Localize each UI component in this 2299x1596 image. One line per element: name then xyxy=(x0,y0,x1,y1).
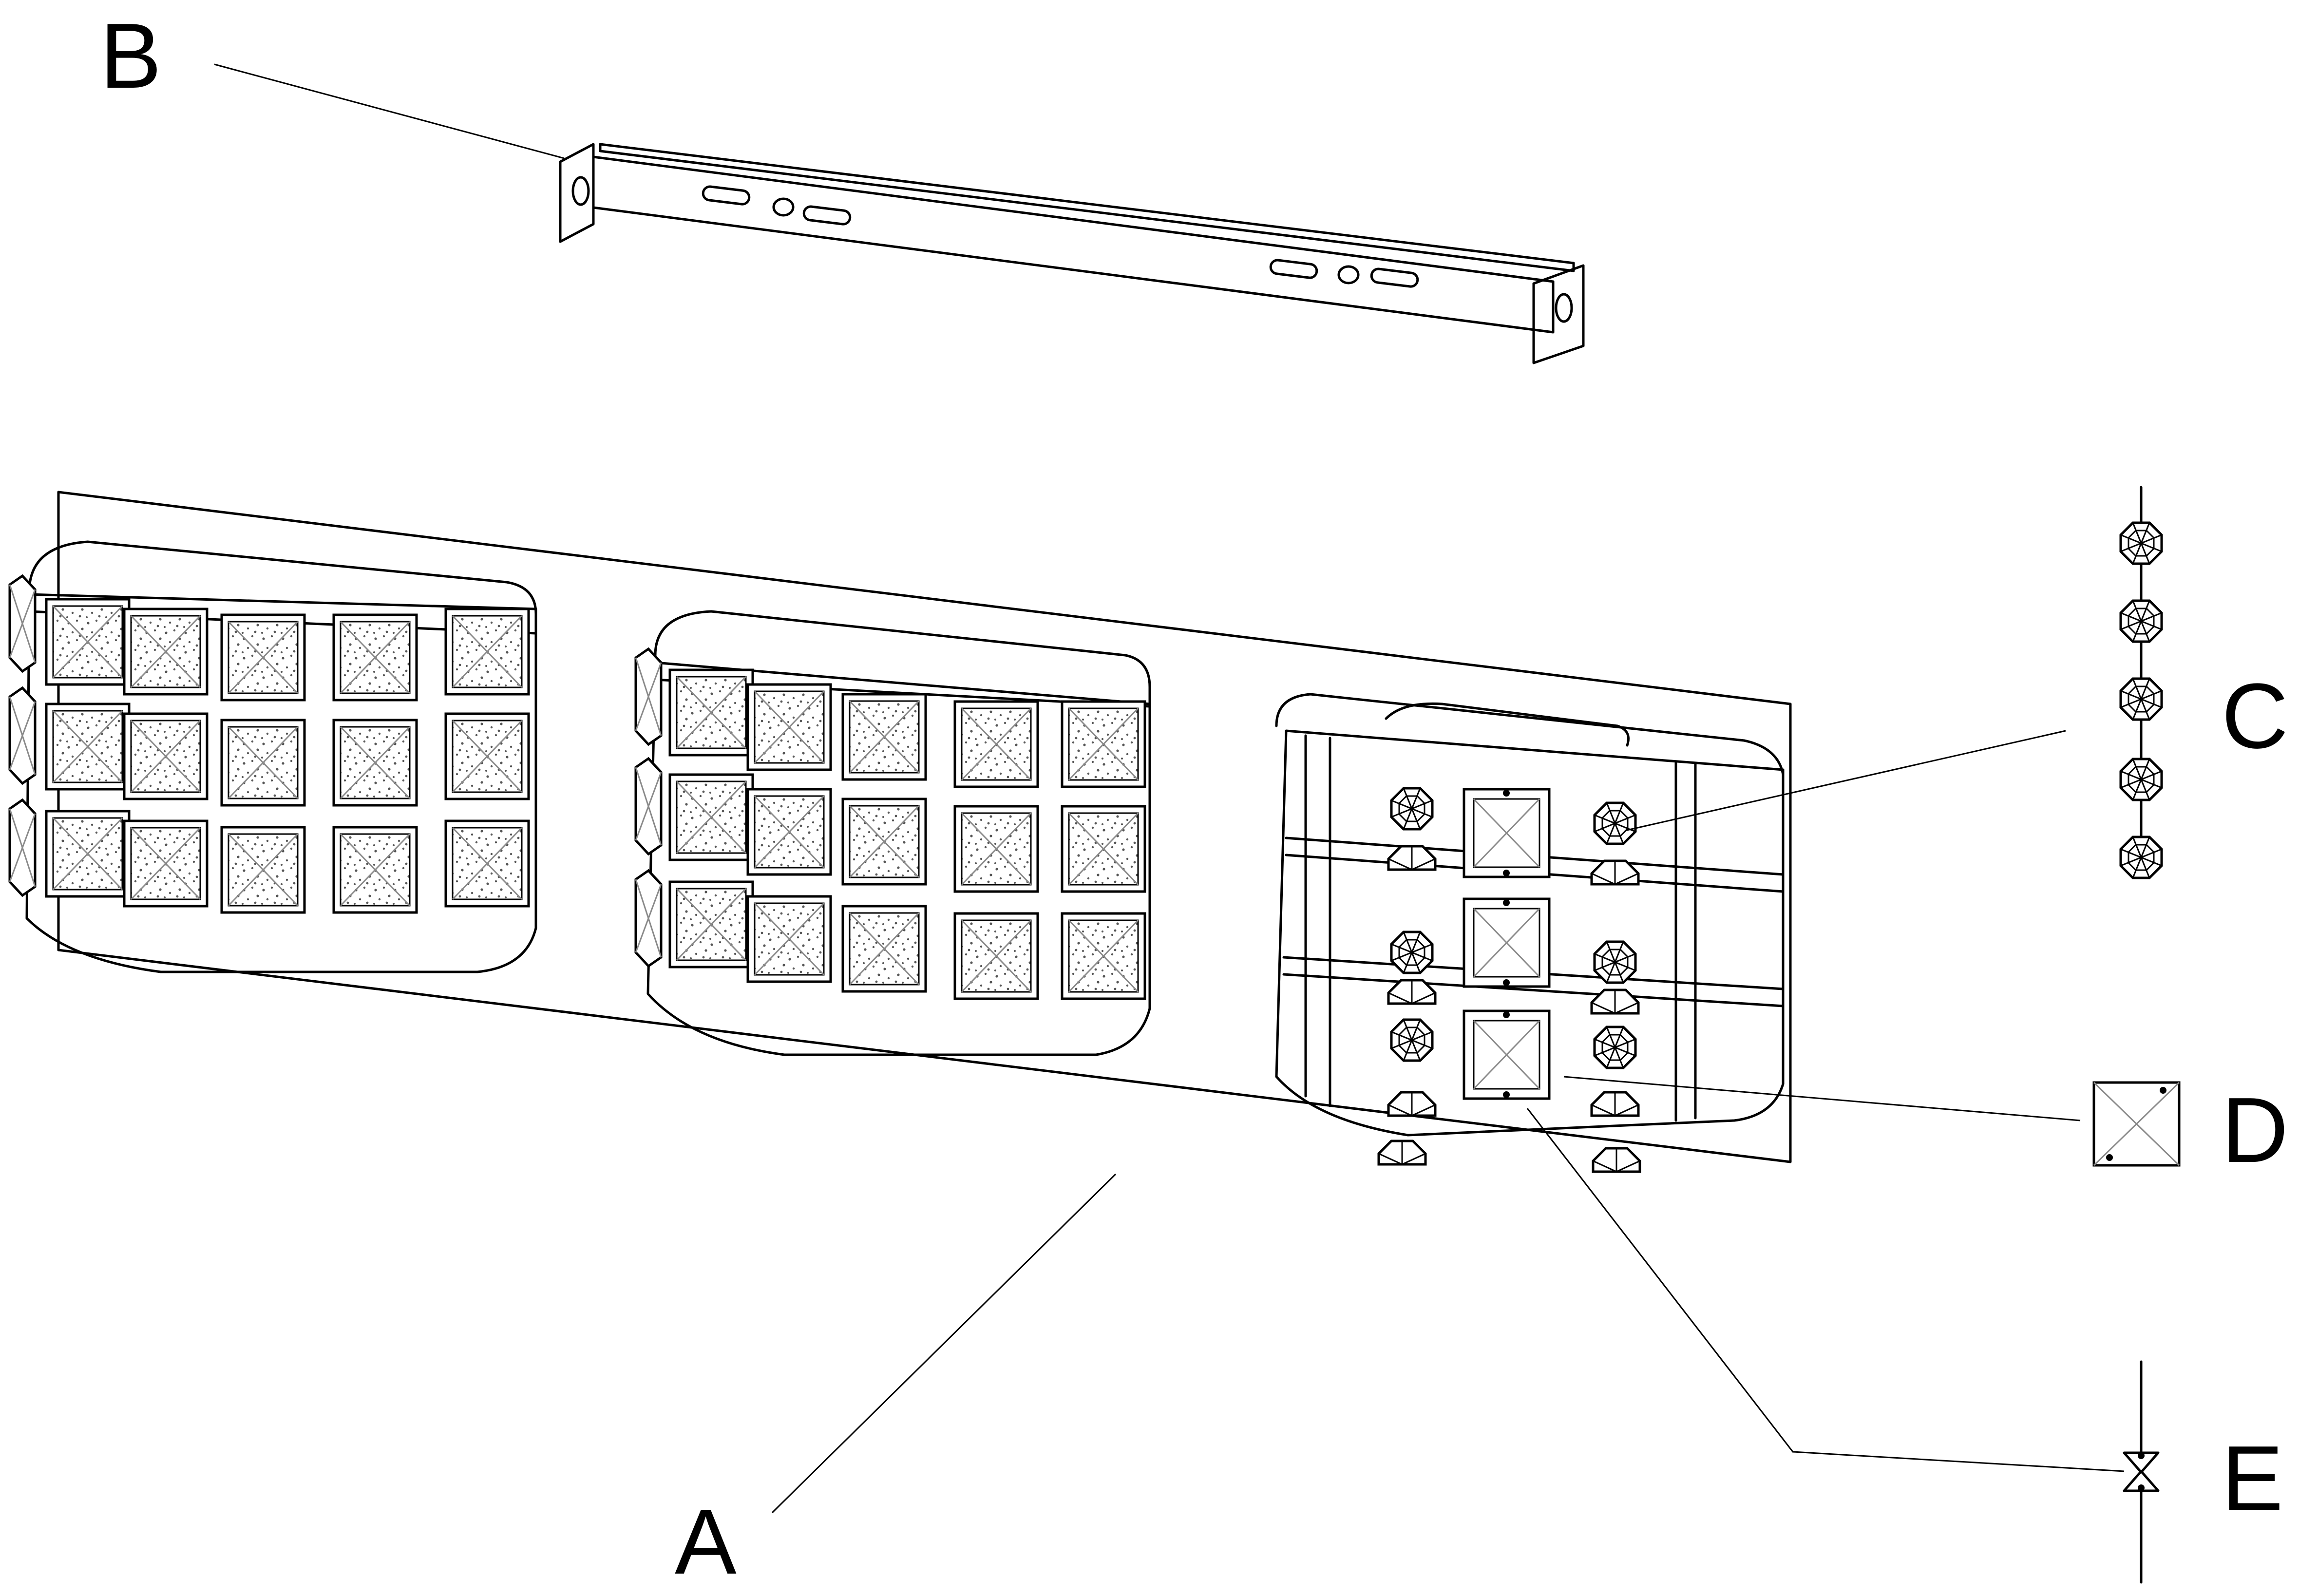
shade-right xyxy=(1275,693,1785,1172)
label-b: B xyxy=(100,4,162,108)
mounting-bracket xyxy=(559,143,1585,364)
shade-left xyxy=(10,540,537,973)
shade-middle-tiles xyxy=(670,670,1145,999)
shade-middle xyxy=(636,610,1151,1056)
backplate xyxy=(57,491,1792,1163)
shade-left-tiles xyxy=(46,599,529,912)
label-c: C xyxy=(2222,665,2288,768)
label-d: D xyxy=(2222,1079,2288,1182)
connector-pin-e xyxy=(2123,1360,2160,1584)
square-crystal-d xyxy=(2092,1081,2181,1167)
label-e: E xyxy=(2222,1427,2283,1530)
leader-lines xyxy=(214,63,2125,1514)
crystal-chain-c xyxy=(2121,486,2162,878)
label-a: A xyxy=(675,1490,737,1594)
part-labels: B A C D E xyxy=(100,4,2288,1594)
